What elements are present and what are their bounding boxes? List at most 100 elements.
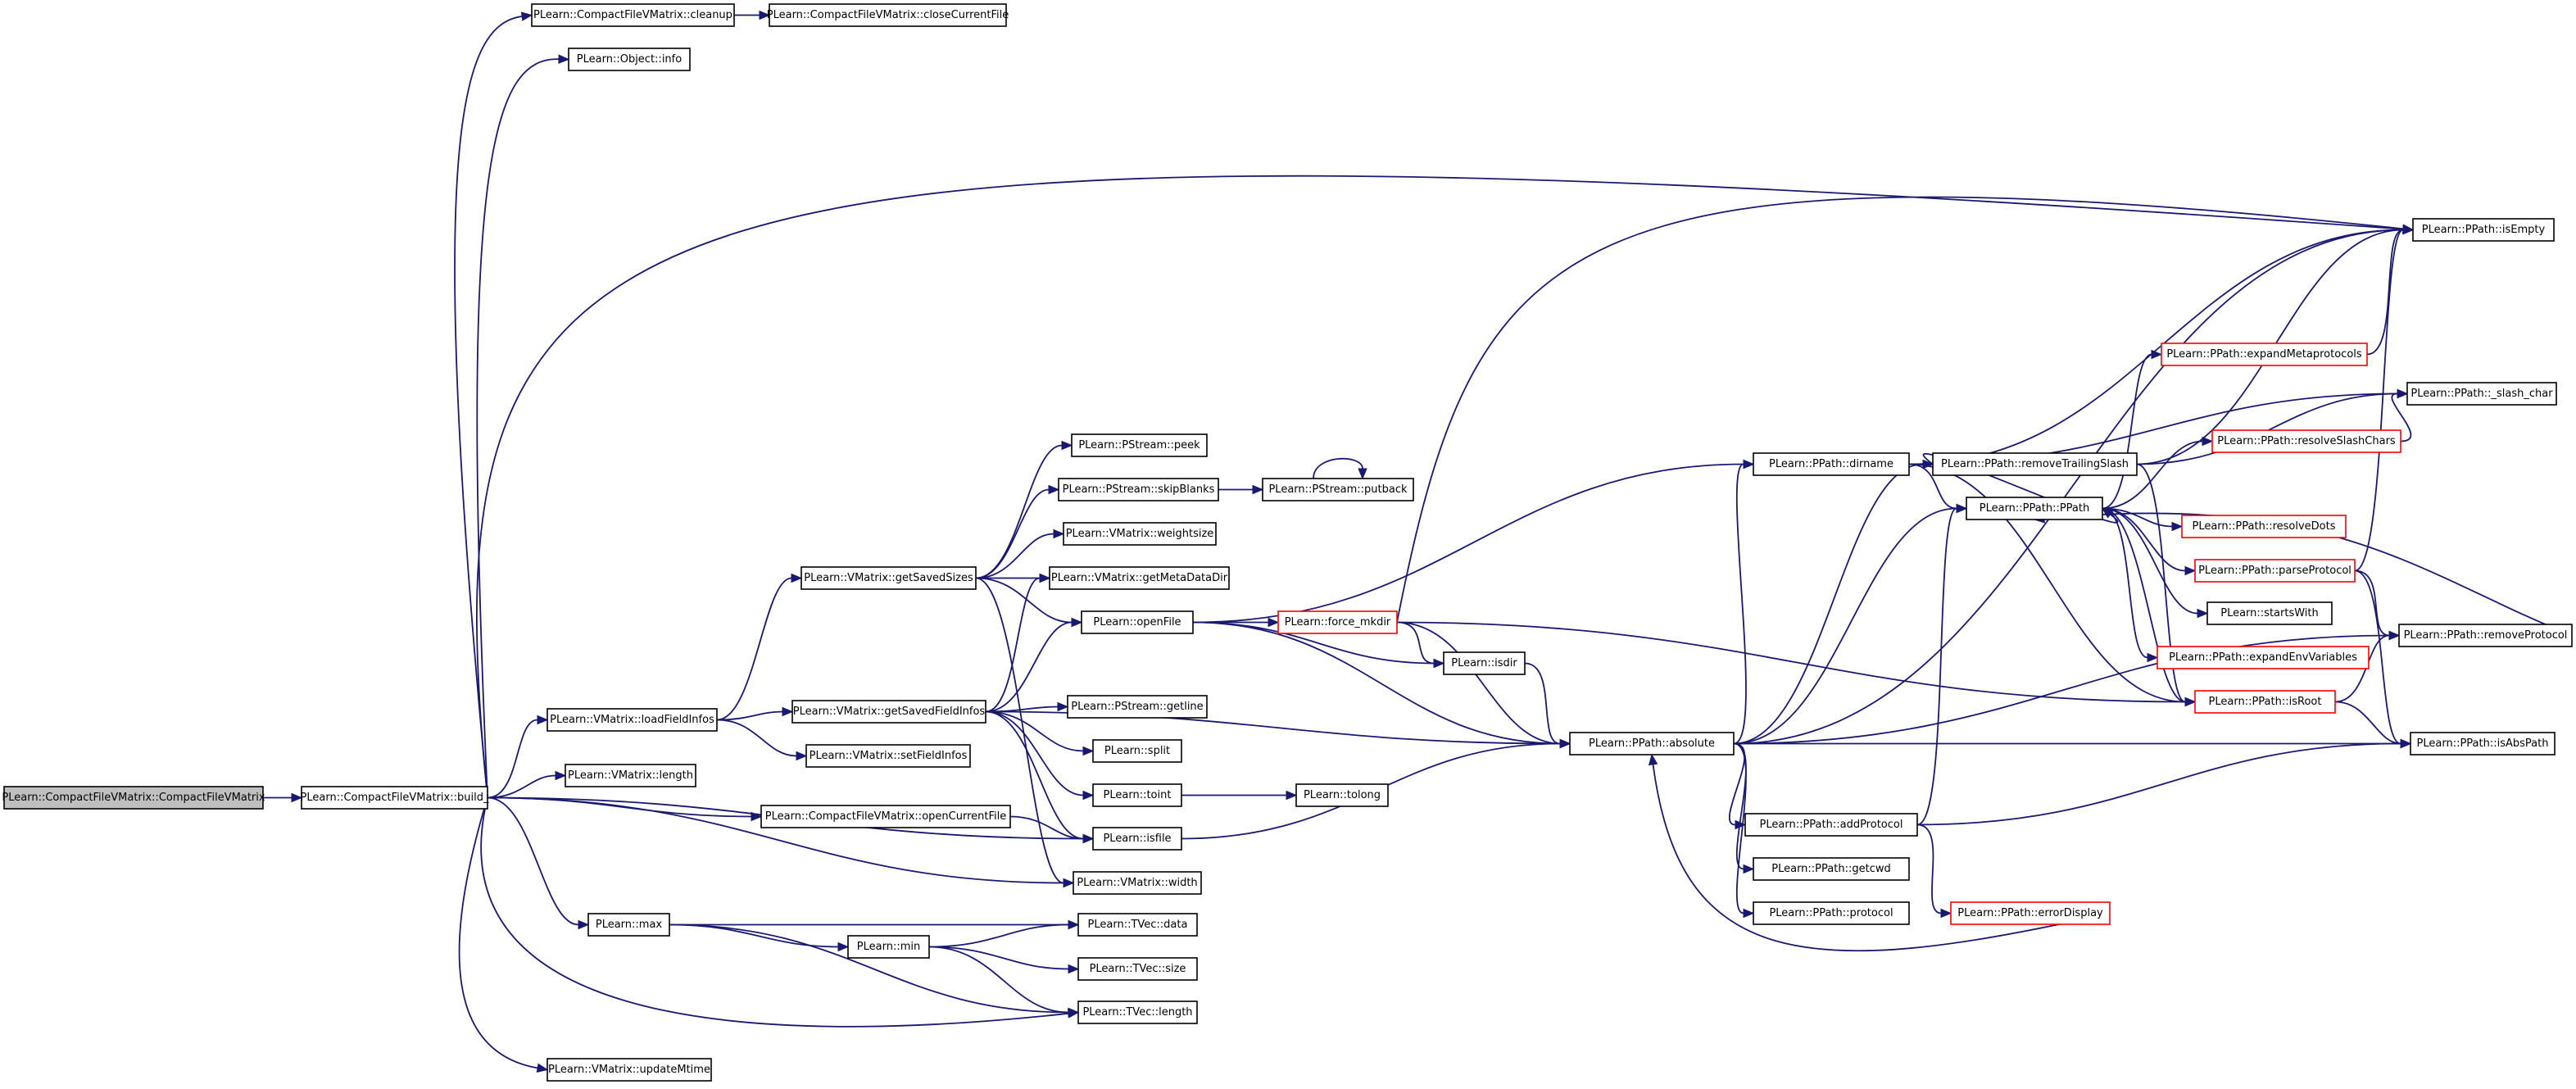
node-box[interactable] [2156, 646, 2370, 669]
node-box[interactable] [1073, 871, 1202, 895]
node-isdir[interactable]: PLearn::isdir [1443, 651, 1526, 675]
node-ctor[interactable]: PLearn::CompactFileVMatrix::CompactFileV… [2, 786, 265, 810]
node-slash_char[interactable]: PLearn::PPath::_slash_char [2406, 382, 2557, 406]
node-tolong[interactable]: PLearn::tolong [1295, 783, 1389, 807]
node-box[interactable] [1071, 433, 1208, 457]
node-box[interactable] [546, 1058, 712, 1082]
node-box[interactable] [847, 935, 930, 959]
node-box[interactable] [2161, 343, 2368, 366]
node-box[interactable] [568, 48, 691, 71]
node-addProtocol[interactable]: PLearn::PPath::addProtocol [1744, 813, 1918, 837]
node-getcwd[interactable]: PLearn::PPath::getcwd [1753, 857, 1910, 881]
node-box[interactable] [769, 3, 1007, 27]
node-getMetaDataDir[interactable]: PLearn::VMatrix::getMetaDataDir [1049, 566, 1230, 590]
node-box[interactable] [1063, 522, 1217, 546]
node-box[interactable] [2194, 690, 2336, 714]
node-box[interactable] [565, 764, 696, 787]
node-removeTrailingSlash[interactable]: PLearn::PPath::removeTrailingSlash [1932, 452, 2138, 476]
node-expandEnvVariables[interactable]: PLearn::PPath::expandEnvVariables [2156, 646, 2370, 669]
node-split[interactable]: PLearn::split [1092, 739, 1182, 763]
node-isAbsPath[interactable]: PLearn::PPath::isAbsPath [2410, 732, 2556, 755]
node-box[interactable] [1753, 857, 1910, 881]
node-closeCurrentFile[interactable]: PLearn::CompactFileVMatrix::closeCurrent… [767, 3, 1009, 27]
node-box[interactable] [3, 786, 264, 810]
node-force_mkdir[interactable]: PLearn::force_mkdir [1277, 610, 1398, 634]
node-box[interactable] [1966, 497, 2103, 520]
node-tvdata[interactable]: PLearn::TVec::data [1077, 913, 1198, 937]
node-isRoot[interactable]: PLearn::PPath::isRoot [2194, 690, 2336, 714]
node-dirname[interactable]: PLearn::PPath::dirname [1753, 452, 1910, 476]
node-vlength[interactable]: PLearn::VMatrix::length [565, 764, 696, 787]
node-box[interactable] [546, 708, 718, 732]
node-putback[interactable]: PLearn::PStream::putback [1262, 478, 1414, 501]
node-info[interactable]: PLearn::Object::info [568, 48, 691, 71]
node-peek[interactable]: PLearn::PStream::peek [1071, 433, 1208, 457]
node-isEmpty[interactable]: PLearn::PPath::isEmpty [2412, 218, 2555, 242]
node-box[interactable] [1295, 783, 1389, 807]
node-box[interactable] [301, 786, 488, 810]
node-box[interactable] [800, 566, 977, 590]
node-box[interactable] [2410, 732, 2556, 755]
node-box[interactable] [2181, 515, 2347, 538]
node-errorDisplay[interactable]: PLearn::PPath::errorDisplay [1950, 901, 2111, 925]
node-box[interactable] [1081, 610, 1194, 634]
node-box[interactable] [805, 744, 971, 768]
node-parseProtocol[interactable]: PLearn::PPath::parseProtocol [2194, 559, 2356, 583]
node-box[interactable] [1753, 452, 1910, 476]
node-box[interactable] [1744, 813, 1918, 837]
node-box[interactable] [1443, 651, 1526, 675]
node-box[interactable] [2194, 559, 2356, 583]
node-box[interactable] [2206, 601, 2333, 625]
node-box[interactable] [1092, 783, 1182, 807]
node-box[interactable] [587, 913, 670, 937]
node-box[interactable] [2406, 382, 2557, 406]
node-resolveSlashChars[interactable]: PLearn::PPath::resolveSlashChars [2211, 429, 2401, 453]
node-weightsize[interactable]: PLearn::VMatrix::weightsize [1063, 522, 1217, 546]
node-box[interactable] [1077, 913, 1198, 937]
node-ppath[interactable]: PLearn::PPath::PPath [1966, 497, 2103, 520]
node-box[interactable] [1058, 478, 1219, 501]
node-box[interactable] [1092, 827, 1182, 851]
node-absolute[interactable]: PLearn::PPath::absolute [1569, 732, 1735, 755]
node-box[interactable] [1569, 732, 1735, 755]
node-box[interactable] [791, 700, 986, 724]
node-getSavedSizes[interactable]: PLearn::VMatrix::getSavedSizes [800, 566, 977, 590]
node-getline[interactable]: PLearn::PStream::getline [1067, 695, 1208, 719]
node-openCurrentFile[interactable]: PLearn::CompactFileVMatrix::openCurrentF… [760, 805, 1011, 828]
node-box[interactable] [1950, 901, 2111, 925]
node-isfile[interactable]: PLearn::isfile [1092, 827, 1182, 851]
node-box[interactable] [1077, 957, 1198, 981]
node-box[interactable] [1067, 695, 1208, 719]
node-cleanup[interactable]: PLearn::CompactFileVMatrix::cleanup [531, 3, 735, 27]
node-skipBlanks[interactable]: PLearn::PStream::skipBlanks [1058, 478, 1219, 501]
node-expandMetaprotocols[interactable]: PLearn::PPath::expandMetaprotocols [2161, 343, 2368, 366]
node-min[interactable]: PLearn::min [847, 935, 930, 959]
node-box[interactable] [1932, 452, 2138, 476]
node-box[interactable] [1753, 901, 1910, 925]
node-getSavedFieldInfos[interactable]: PLearn::VMatrix::getSavedFieldInfos [791, 700, 986, 724]
node-box[interactable] [1277, 610, 1398, 634]
node-box[interactable] [1049, 566, 1230, 590]
node-openFile[interactable]: PLearn::openFile [1081, 610, 1194, 634]
node-setFieldInfos[interactable]: PLearn::VMatrix::setFieldInfos [805, 744, 971, 768]
node-resolveDots[interactable]: PLearn::PPath::resolveDots [2181, 515, 2347, 538]
node-tvsize[interactable]: PLearn::TVec::size [1077, 957, 1198, 981]
node-protocol[interactable]: PLearn::PPath::protocol [1753, 901, 1910, 925]
node-box[interactable] [2211, 429, 2401, 453]
node-box[interactable] [2398, 624, 2573, 647]
node-updateMtime[interactable]: PLearn::VMatrix::updateMtime [546, 1058, 712, 1082]
node-box[interactable] [1092, 739, 1182, 763]
node-tvlength[interactable]: PLearn::TVec::length [1077, 1001, 1198, 1024]
node-box[interactable] [531, 3, 735, 27]
node-box[interactable] [760, 805, 1011, 828]
node-startsWith[interactable]: PLearn::startsWith [2206, 601, 2333, 625]
node-box[interactable] [1262, 478, 1414, 501]
node-box[interactable] [2412, 218, 2555, 242]
node-width[interactable]: PLearn::VMatrix::width [1073, 871, 1202, 895]
node-toint[interactable]: PLearn::toint [1092, 783, 1182, 807]
node-max[interactable]: PLearn::max [587, 913, 670, 937]
node-loadFieldInfos[interactable]: PLearn::VMatrix::loadFieldInfos [546, 708, 718, 732]
node-box[interactable] [1077, 1001, 1198, 1024]
node-build[interactable]: PLearn::CompactFileVMatrix::build_ [301, 786, 489, 810]
node-removeProtocol[interactable]: PLearn::PPath::removeProtocol [2398, 624, 2573, 647]
